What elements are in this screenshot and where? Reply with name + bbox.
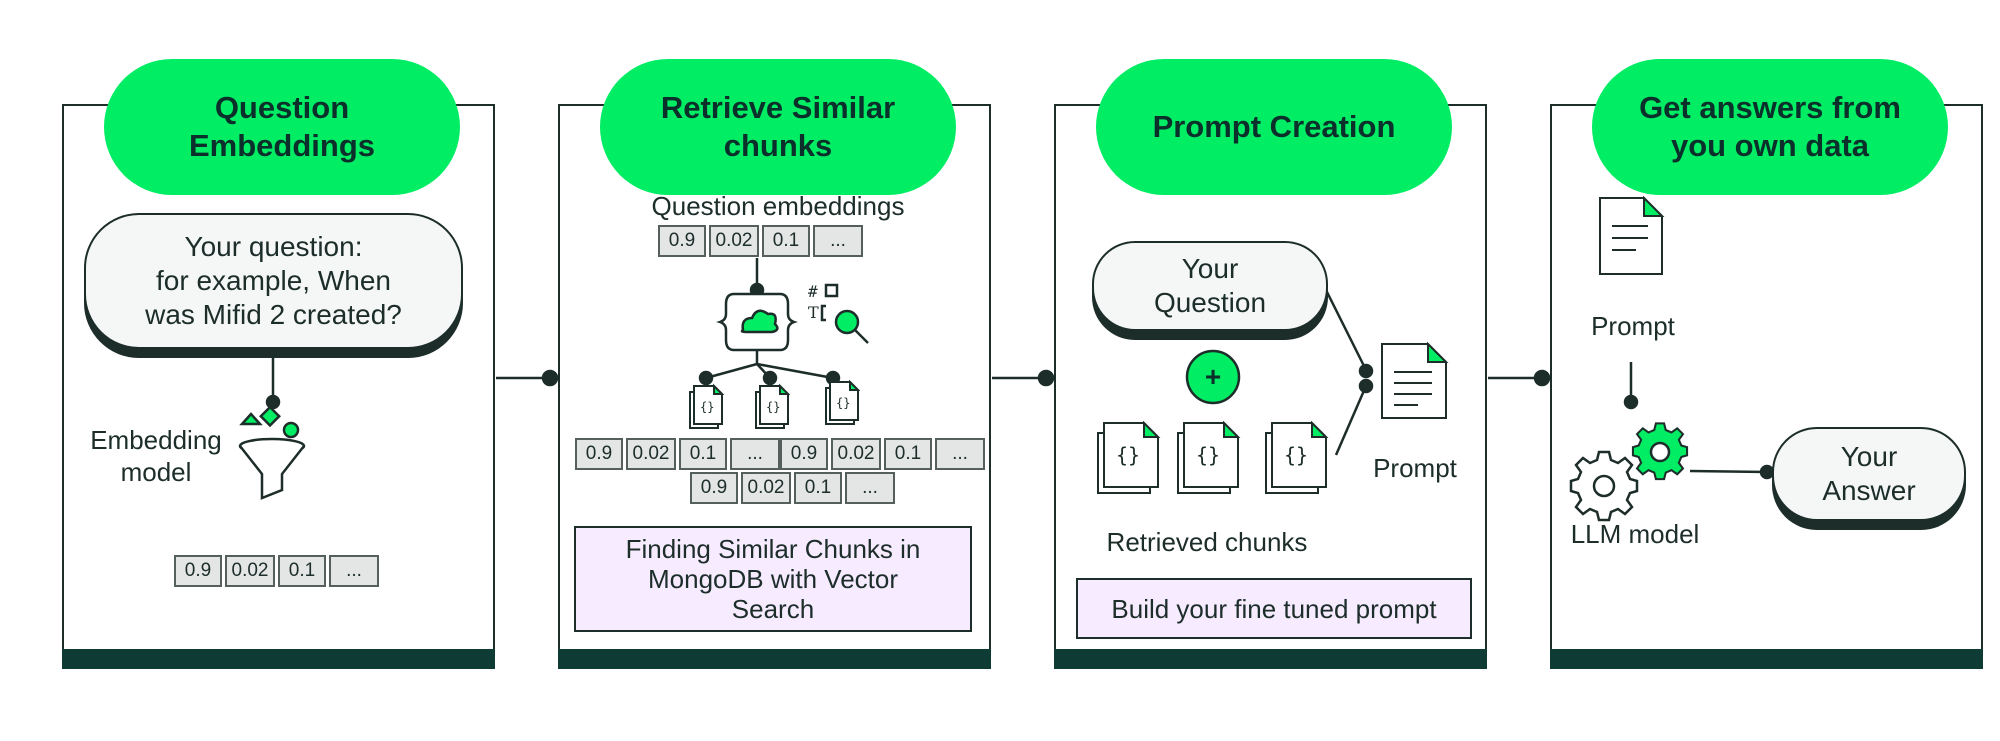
retrieved-chunks-icon: {} {} {}: [1097, 420, 1329, 494]
vector-cell: 0.1: [762, 225, 810, 257]
fine-tuned-prompt-caption: Build your fine tuned prompt: [1076, 578, 1472, 639]
your-answer-bubble: Your Answer: [1772, 427, 1966, 521]
vector-cell: ...: [845, 472, 895, 504]
vector-cell: 0.9: [690, 472, 738, 504]
vector-cell: ...: [813, 225, 863, 257]
vector-cell: 0.1: [278, 555, 326, 587]
vector-cell: 0.1: [884, 438, 932, 470]
vector-cell: 0.02: [831, 438, 881, 470]
retrieved-chunks-label: Retrieved chunks: [1106, 527, 1308, 557]
chunk-vector: 0.9 0.02 0.1 ...: [575, 438, 780, 470]
panel-footer: [1054, 649, 1487, 669]
vector-cell: 0.02: [709, 225, 759, 257]
database-search-icon: # T: [716, 282, 869, 352]
vector-cell: 0.02: [225, 555, 275, 587]
vector-cell: 0.9: [780, 438, 828, 470]
your-question-bubble: Your Question: [1092, 241, 1328, 331]
step-title-prompt-creation: Prompt Creation: [1096, 59, 1452, 195]
document-icon: [1599, 195, 1665, 275]
gears-icon: [1569, 422, 1689, 522]
vector-cell: ...: [329, 555, 379, 587]
funnel-icon: [238, 405, 306, 500]
panel-footer: [558, 649, 991, 669]
panel-footer: [1550, 649, 1983, 669]
query-vector: 0.9 0.02 0.1 ...: [658, 225, 863, 257]
vector-search-caption: Finding Similar Chunks in MongoDB with V…: [574, 526, 972, 632]
prompt-label: Prompt: [1373, 453, 1457, 483]
step-title-question-embeddings: Question Embeddings: [104, 59, 460, 195]
svg-text:T: T: [808, 303, 819, 322]
question-embeddings-label: Question embeddings: [651, 191, 905, 221]
prompt-document-icon: [1381, 341, 1449, 419]
chunk-vector: 0.9 0.02 0.1 ...: [690, 472, 895, 504]
vector-cell: ...: [730, 438, 780, 470]
question-bubble: Your question: for example, When was Mif…: [84, 213, 463, 349]
svg-text:{}: {}: [1196, 443, 1220, 467]
llm-model-label: LLM model: [1570, 519, 1700, 549]
vector-cell: 0.9: [174, 555, 222, 587]
vector-cell: 0.02: [626, 438, 676, 470]
plus-icon: [1185, 349, 1241, 405]
embedding-model-label: Embedding model: [90, 425, 222, 487]
svg-text:{}: {}: [836, 396, 850, 410]
step-title-retrieve-chunks: Retrieve Similar chunks: [600, 59, 956, 195]
svg-text:{}: {}: [1284, 443, 1308, 467]
step-title-get-answers: Get answers from you own data: [1592, 59, 1948, 195]
svg-text:{}: {}: [766, 400, 780, 414]
vector-cell: ...: [935, 438, 985, 470]
prompt-label: Prompt: [1591, 311, 1675, 341]
question-vector: 0.9 0.02 0.1 ...: [174, 555, 379, 587]
svg-text:{}: {}: [700, 400, 714, 414]
document-chunks-icon: {} {} {}: [689, 379, 861, 429]
vector-cell: 0.9: [658, 225, 706, 257]
panel-footer: [62, 649, 495, 669]
vector-cell: 0.1: [794, 472, 842, 504]
vector-cell: 0.1: [679, 438, 727, 470]
svg-text:#: #: [808, 282, 818, 301]
vector-cell: 0.9: [575, 438, 623, 470]
plus-sign: +: [1204, 361, 1222, 392]
svg-text:{}: {}: [1116, 443, 1140, 467]
chunk-vector: 0.9 0.02 0.1 ...: [780, 438, 985, 470]
vector-cell: 0.02: [741, 472, 791, 504]
